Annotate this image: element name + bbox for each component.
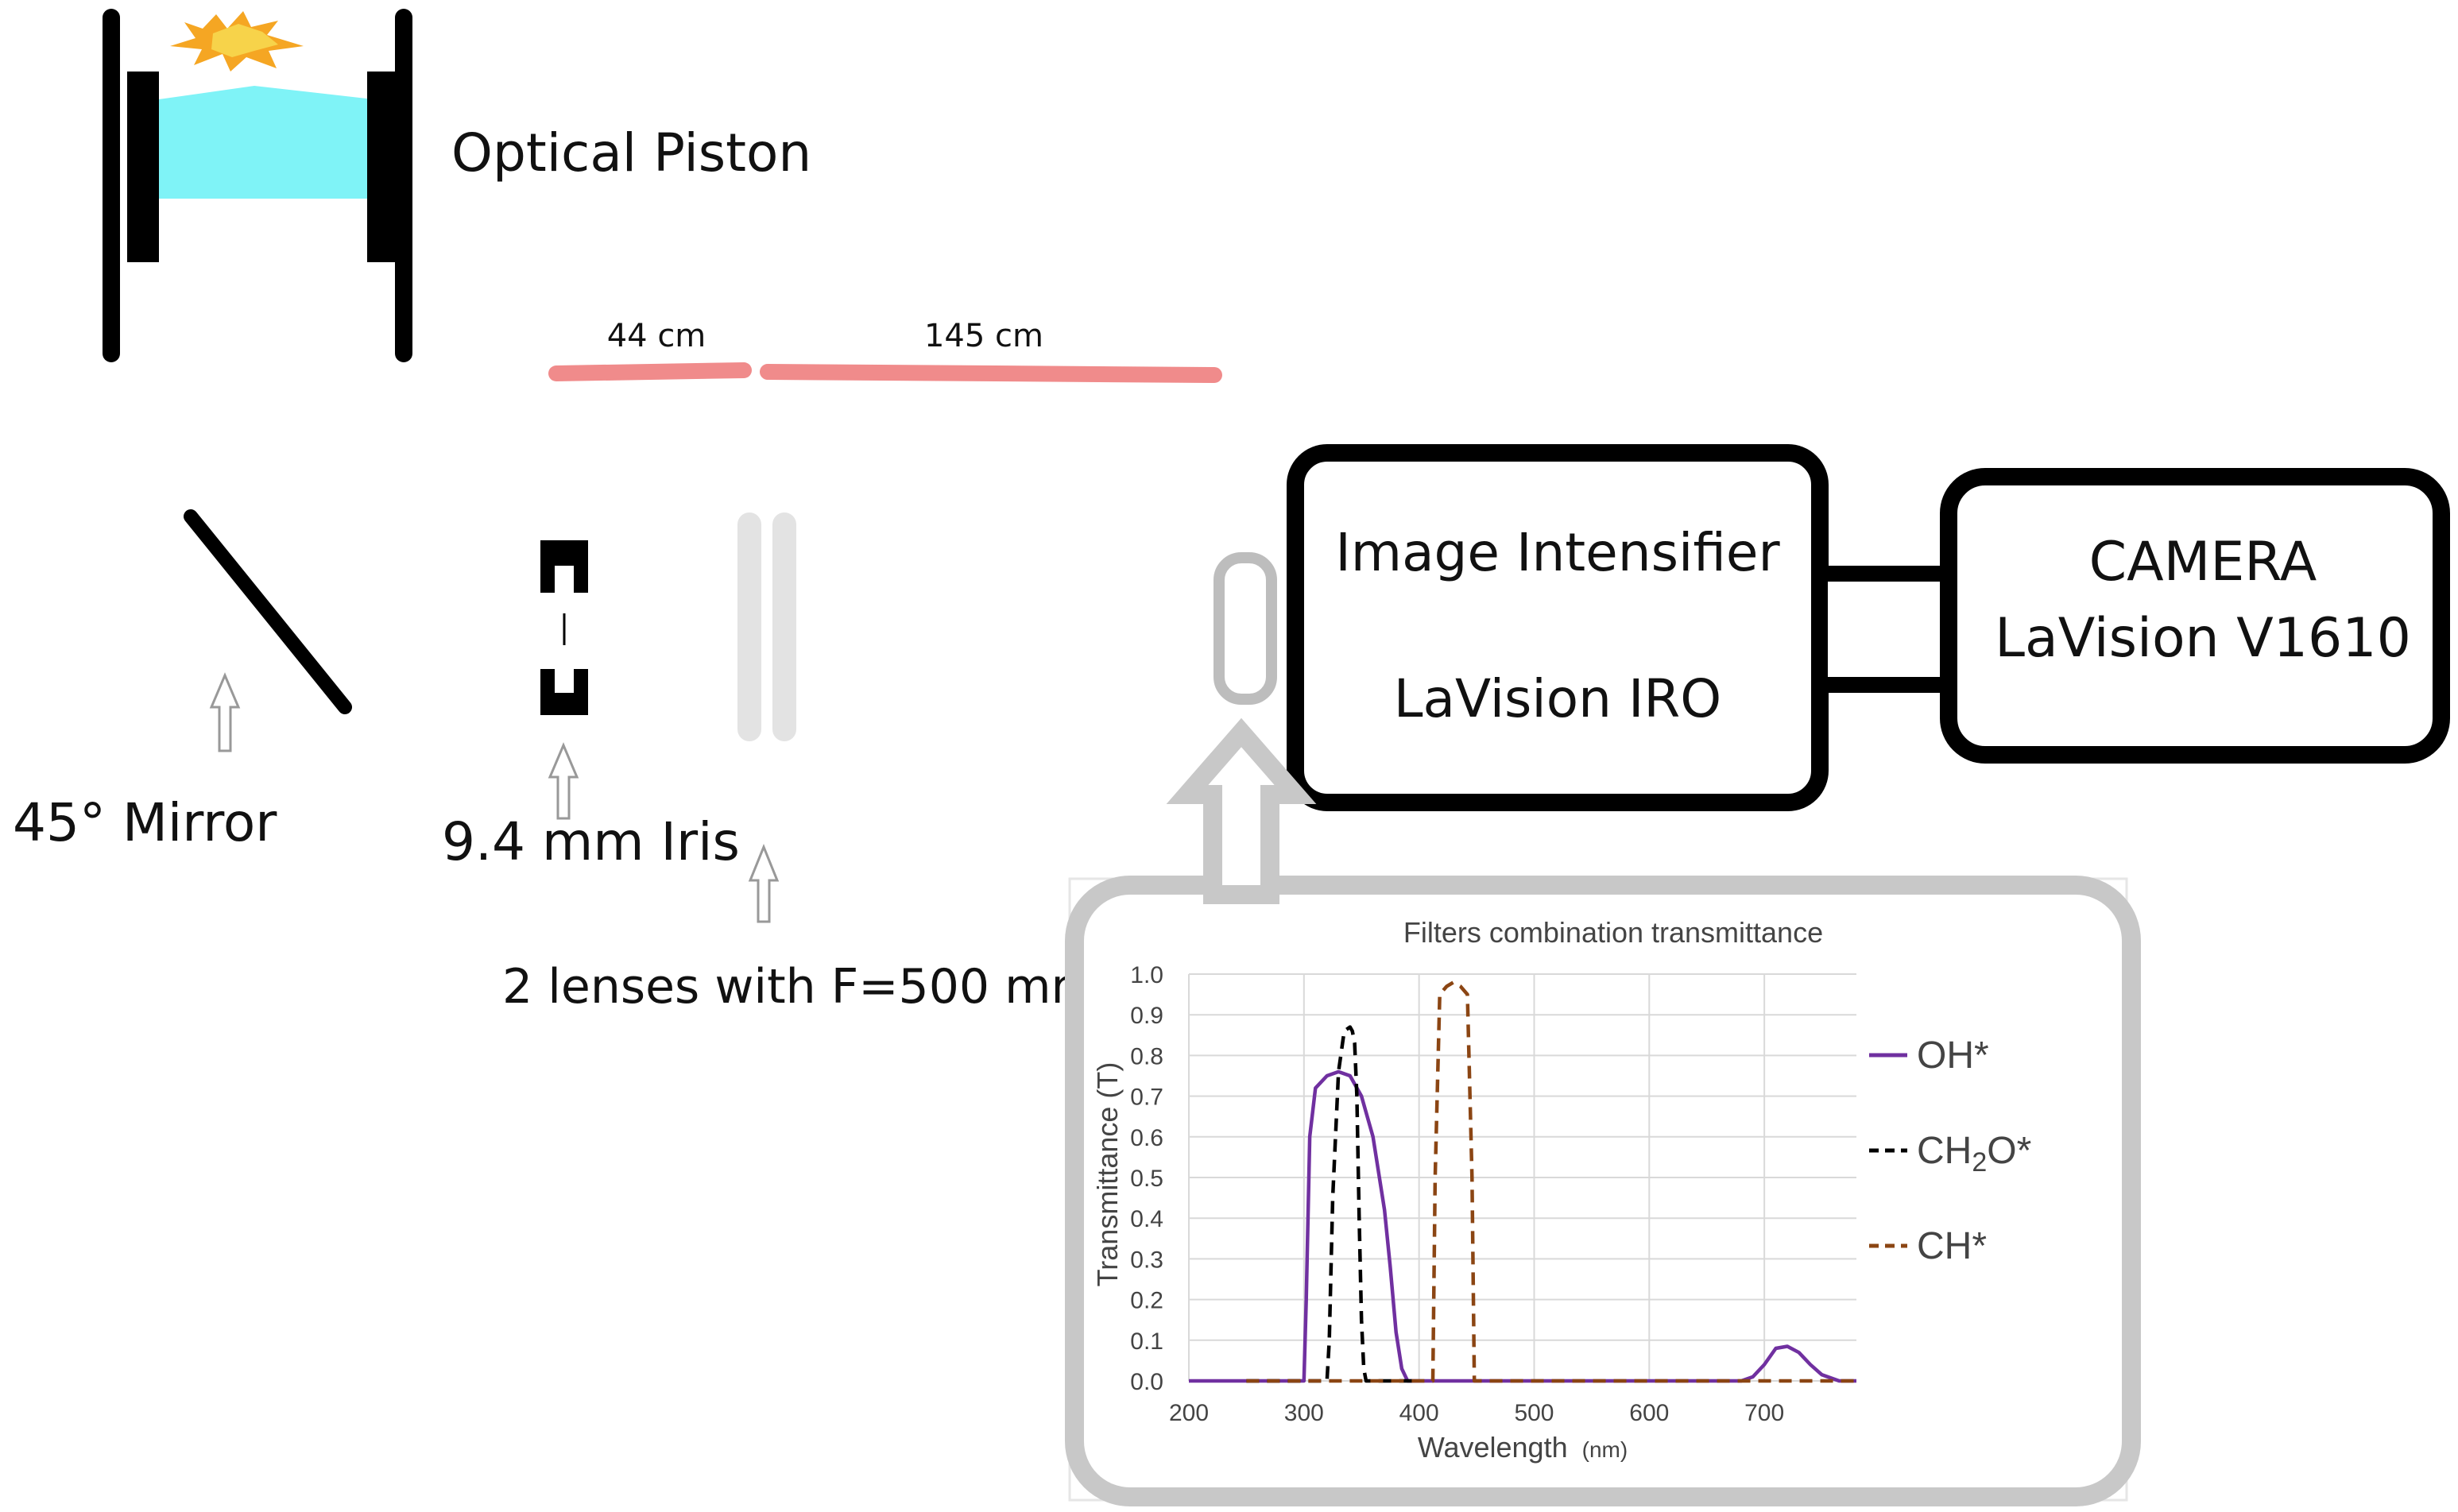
distance-long-label: 145 cm [924,318,1043,354]
mirror-group: 45° Mirror [13,509,352,853]
x-axis-label-main: Wavelength [1418,1431,1568,1464]
y-tick-label: 0.0 [1130,1369,1163,1395]
y-tick-label: 0.5 [1130,1166,1163,1192]
lenses-label: 2 lenses with F=500 mm [502,959,1097,1015]
legend-label: OH* [1917,1034,1989,1077]
distance-ruler: 44 cm 145 cm [548,318,1222,383]
optical-piston: Optical Piston [103,9,811,362]
legend-label: CH* [1917,1225,1987,1267]
image-intensifier: Image Intensifier LaVision IRO [1287,444,1829,811]
y-axis-ticks: 0.0 0.1 0.2 0.3 0.4 0.5 0.6 0.7 0.8 0.9 1.0 [1130,962,1163,1395]
y-tick-label: 0.4 [1130,1206,1163,1232]
x-axis-label: Wavelength (nm) [1418,1431,1628,1464]
chart-legend: OH* CH2O* CH* [1869,1034,2031,1267]
optical-piston-label: Optical Piston [451,122,811,184]
lenses-pointer-arrow-icon [748,844,780,923]
chart-title: Filters combination transmittance [1403,916,1823,949]
legend-label: CH2O* [1917,1130,2031,1178]
iris-pointer-arrow-icon [548,742,579,820]
iris-label: 9.4 mm Iris [442,811,740,872]
series-line-ch2o [1246,1025,1419,1383]
y-tick-label: 1.0 [1130,962,1163,988]
series-line-ch [1246,980,1856,1383]
piston-right-window [367,72,399,262]
intensifier-input-window [1214,552,1277,705]
camera: CAMERA LaVision V1610 [1940,468,2450,764]
x-tick-label: 600 [1629,1400,1669,1426]
distance-long-bar [760,364,1222,383]
filter-inset: Filters combination transmittance 0.0 0.1… [1065,717,2141,1506]
y-axis-label: Transmittance (T) [1091,1062,1124,1287]
intensifier-model: LaVision IRO [1394,668,1721,729]
coupling-connector [1812,566,1957,693]
camera-box [1940,468,2450,764]
distance-short-label: 44 cm [607,318,706,354]
iris-top-blade [540,540,588,593]
x-tick-label: 400 [1399,1400,1439,1426]
x-tick-label: 700 [1744,1400,1784,1426]
y-tick-label: 0.9 [1130,1003,1163,1029]
y-tick-label: 0.8 [1130,1043,1163,1069]
chart-series [1189,980,1856,1383]
camera-model: LaVision V1610 [1995,607,2411,670]
combustion-chamber [159,86,374,199]
y-tick-label: 0.3 [1130,1247,1163,1273]
transmittance-chart: Filters combination transmittance 0.0 0.1… [1091,916,2031,1464]
x-tick-label: 500 [1514,1400,1554,1426]
iris-group: 9.4 mm Iris [442,540,740,872]
mirror-pointer-arrow-icon [209,672,241,752]
intensifier-title: Image Intensifier [1335,522,1780,583]
x-axis-ticks: 200 300 400 500 600 700 [1169,1400,1784,1426]
mirror-label: 45° Mirror [13,792,277,853]
x-tick-label: 200 [1169,1400,1209,1426]
x-tick-label: 300 [1284,1400,1324,1426]
distance-short-bar [548,362,752,381]
camera-title: CAMERA [2089,531,2317,594]
iris-bottom-blade [540,669,588,715]
mirror-45-degree [184,509,352,714]
y-tick-label: 0.2 [1130,1288,1163,1314]
flame-core [211,24,278,57]
y-tick-label: 0.1 [1130,1328,1163,1355]
inset-border [1065,876,2141,1506]
intensifier-box [1287,444,1829,811]
x-axis-label-unit: (nm) [1582,1437,1628,1462]
inset-up-arrow-icon [1166,717,1317,904]
lenses-group: 2 lenses with F=500 mm [502,512,1097,1015]
piston-left-window [127,72,159,262]
y-tick-label: 0.6 [1130,1125,1163,1151]
y-tick-label: 0.7 [1130,1085,1163,1111]
